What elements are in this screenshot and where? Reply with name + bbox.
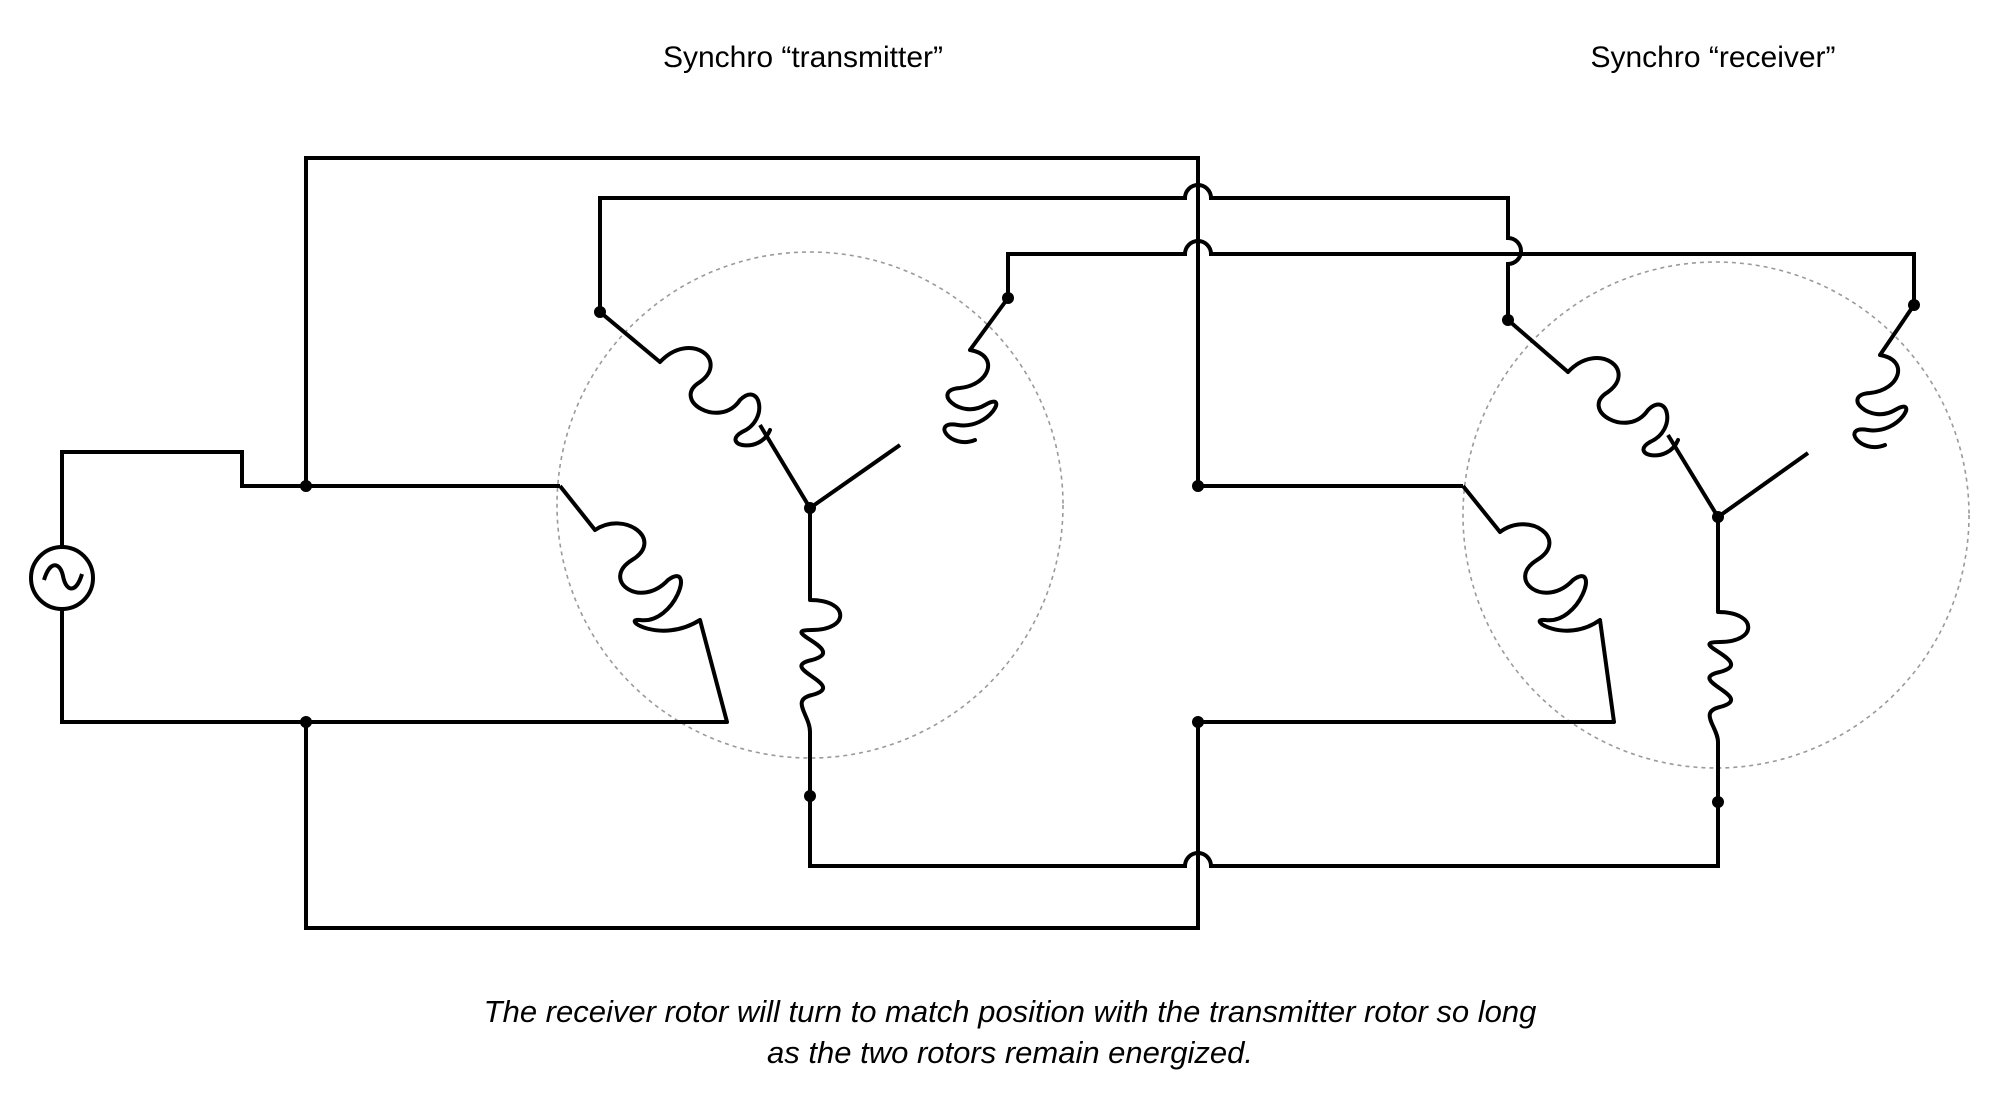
rotor-feed-top-wire xyxy=(304,156,1463,488)
ac-voltage-source-icon xyxy=(29,545,95,611)
transmitter-rotor-coil xyxy=(593,521,729,724)
transmitter-label: Synchro “transmitter” xyxy=(663,41,943,74)
stator-wire-c xyxy=(808,796,1720,868)
receiver-rotor-outline xyxy=(1462,261,1970,769)
transmitter-rotor-outline xyxy=(556,251,1064,759)
stator-wire-a xyxy=(598,183,1523,320)
receiver-label: Synchro “receiver” xyxy=(1590,41,1835,74)
receiver-rotor-coil xyxy=(1498,522,1616,724)
receiver-rotor-winding xyxy=(1461,484,1502,534)
caption-line-1: The receiver rotor will turn to match po… xyxy=(484,994,1537,1029)
source-bottom-wire xyxy=(60,609,727,724)
transmitter-rotor-winding xyxy=(558,484,597,532)
stator-wire-b xyxy=(1006,239,1916,305)
transmitter-stator xyxy=(598,296,1010,796)
source-top-wire xyxy=(60,450,560,547)
caption-line-2: as the two rotors remain energized. xyxy=(767,1035,1253,1070)
junction-nodes xyxy=(300,292,1920,808)
rotor-feed-bottom-wire xyxy=(304,722,1200,930)
receiver-stator xyxy=(1506,303,1916,802)
